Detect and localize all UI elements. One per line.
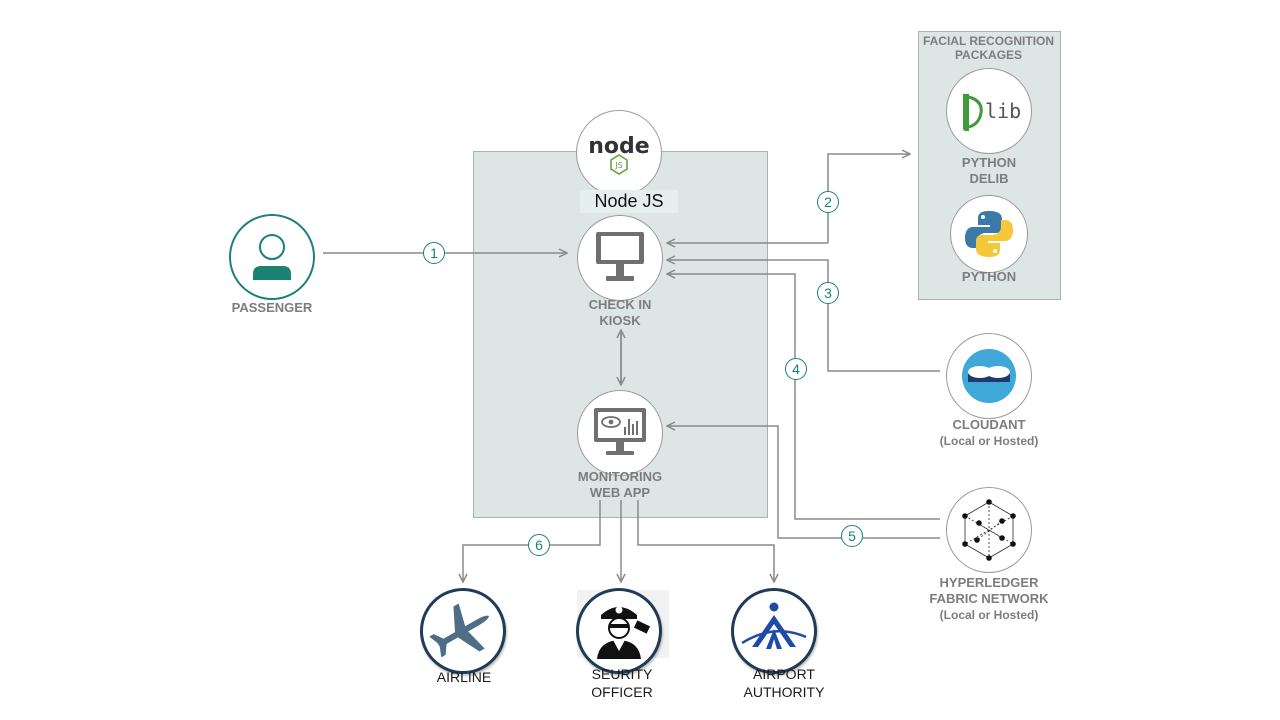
dlib-logo-wordmark: lib bbox=[985, 99, 1021, 123]
hyperledger-node bbox=[946, 487, 1032, 573]
kiosk-node bbox=[577, 215, 663, 301]
passenger-label: PASSENGER bbox=[231, 300, 313, 315]
passenger-node bbox=[229, 214, 315, 300]
nodejs-icon: node JS bbox=[588, 134, 650, 175]
airport-authority-icon bbox=[741, 602, 807, 649]
dlib-icon: lib bbox=[963, 94, 1021, 131]
kiosk-icon bbox=[596, 232, 644, 281]
cloudant-icon bbox=[962, 349, 1016, 403]
arrow-kiosk-facial bbox=[827, 154, 910, 243]
dlib-label: PYTHON DELIB bbox=[961, 155, 1017, 186]
arrow-hyperledger-monitoring bbox=[667, 426, 940, 539]
kiosk-label: CHECK IN KIOSK bbox=[588, 297, 652, 328]
dlib-node: lib bbox=[946, 68, 1032, 154]
cloudant-sublabel: (Local or Hosted) bbox=[939, 434, 1039, 448]
monitoring-icon bbox=[594, 408, 646, 455]
hyperledger-label: HYPERLEDGER FABRIC NETWORK bbox=[929, 575, 1049, 606]
step-6-badge: 6 bbox=[528, 534, 550, 556]
python-label: PYTHON bbox=[961, 269, 1017, 284]
monitoring-label: MONITORING WEB APP bbox=[577, 469, 663, 500]
arrow-monitoring-airport bbox=[637, 500, 774, 582]
airplane-icon bbox=[429, 603, 489, 658]
cloudant-node bbox=[946, 333, 1032, 419]
security-node bbox=[576, 588, 662, 674]
step-4-badge: 4 bbox=[785, 358, 807, 380]
nodejs-label: Node JS bbox=[580, 190, 678, 213]
security-officer-icon bbox=[597, 606, 651, 659]
passenger-icon bbox=[253, 234, 291, 280]
facial-recognition-title: FACIAL RECOGNITION PACKAGES bbox=[922, 34, 1055, 62]
arrow-cloudant-kiosk bbox=[667, 260, 940, 372]
nodejs-logo-badge: JS bbox=[614, 161, 622, 170]
step-5-badge: 5 bbox=[841, 525, 863, 547]
step-1-badge: 1 bbox=[423, 242, 445, 264]
airline-node bbox=[420, 588, 506, 674]
airport-authority-node bbox=[731, 588, 817, 674]
arrow-hyperledger-kiosk bbox=[667, 274, 940, 520]
step-2-badge: 2 bbox=[817, 191, 839, 213]
airline-label: AIRLINE bbox=[436, 669, 492, 685]
hyperledger-sublabel: (Local or Hosted) bbox=[939, 608, 1039, 622]
step-3-badge: 3 bbox=[817, 282, 839, 304]
python-node bbox=[950, 195, 1028, 273]
airport-authority-label: AIRPORT AUTHORITY bbox=[743, 666, 825, 700]
cloudant-label: CLOUDANT bbox=[952, 417, 1026, 432]
python-icon bbox=[965, 211, 1013, 257]
nodejs-logo: node JS bbox=[576, 110, 662, 196]
monitoring-node bbox=[577, 390, 663, 476]
hyperledger-network-icon bbox=[962, 499, 1016, 561]
security-label: SEURITY OFFICER bbox=[591, 666, 653, 700]
